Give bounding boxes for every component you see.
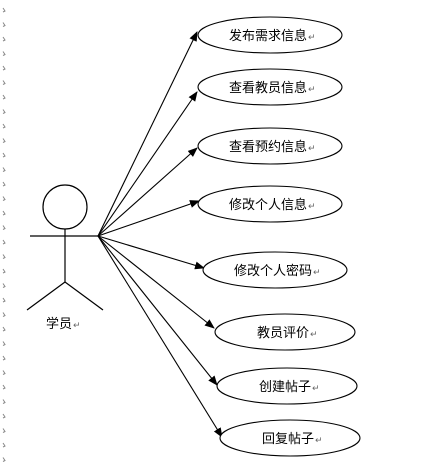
use-case-edit-password: 修改个人密码↵ — [202, 251, 348, 289]
margin-mark — [2, 152, 6, 158]
use-case-ellipse — [214, 313, 356, 351]
margin-mark — [2, 109, 6, 114]
association-arrow-publish-demand — [97, 31, 198, 237]
use-case-label: 查看教员信息 — [229, 80, 307, 96]
use-case-ellipse — [197, 127, 343, 165]
paragraph-mark: ↵ — [308, 85, 316, 95]
paragraph-mark: ↵ — [308, 202, 316, 212]
margin-mark — [2, 138, 6, 143]
use-case-create-post: 创建帖子↵ — [216, 367, 358, 405]
actor-head — [42, 184, 88, 230]
margin-mark — [2, 123, 6, 129]
margin-mark — [2, 210, 6, 216]
margin-mark — [2, 51, 6, 56]
use-case-ellipse — [197, 16, 343, 54]
paragraph-mark: ↵ — [315, 436, 323, 446]
actor: 学员 ↵ — [26, 184, 104, 332]
margin-mark — [2, 94, 6, 100]
paragraph-mark: ↵ — [308, 144, 316, 154]
association-arrow-edit-password — [97, 235, 205, 270]
associations — [97, 31, 223, 438]
margin-mark — [2, 65, 6, 71]
use-cases: 发布需求信息↵查看教员信息↵查看预约信息↵修改个人信息↵修改个人密码↵教员评价↵… — [197, 16, 361, 457]
use-case-label: 修改个人信息 — [229, 197, 307, 213]
margin-mark — [2, 22, 6, 27]
paragraph-mark: ↵ — [310, 330, 318, 340]
margin-mark — [2, 181, 6, 187]
margin-mark — [2, 442, 6, 448]
association-arrow-view-teacher — [97, 91, 198, 237]
use-case-label: 教员评价 — [257, 325, 309, 341]
association-arrow-view-booking — [97, 147, 198, 237]
use-case-view-booking: 查看预约信息↵ — [197, 127, 343, 165]
actor-left-leg — [26, 281, 66, 311]
association-arrow-rate-teacher — [97, 235, 215, 329]
use-case-rate-teacher: 教员评价↵ — [214, 313, 356, 351]
use-case-label: 回复帖子 — [262, 432, 314, 447]
actor-label: 学员 — [46, 316, 72, 332]
margin-mark — [2, 196, 6, 201]
actor-right-leg — [64, 281, 104, 311]
paragraph-mark: ↵ — [308, 33, 316, 43]
use-case-ellipse — [219, 419, 361, 457]
use-case-publish-demand: 发布需求信息↵ — [197, 16, 343, 54]
margin-mark — [2, 384, 6, 390]
margin-marks — [2, 7, 6, 462]
use-case-view-teacher: 查看教员信息↵ — [197, 68, 343, 106]
use-case-ellipse — [197, 68, 343, 106]
use-case-ellipse — [202, 251, 348, 289]
margin-mark — [2, 413, 6, 419]
margin-mark — [2, 341, 6, 346]
use-case-label: 修改个人密码 — [234, 263, 312, 279]
paragraph-mark: ↵ — [312, 384, 320, 394]
margin-mark — [2, 428, 6, 433]
association-arrow-edit-profile — [97, 200, 200, 237]
margin-mark — [2, 80, 6, 85]
margin-mark — [2, 167, 6, 172]
margin-mark — [2, 370, 6, 375]
use-case-edit-profile: 修改个人信息↵ — [197, 185, 343, 223]
margin-mark — [2, 457, 6, 462]
use-case-label: 查看预约信息 — [229, 139, 307, 155]
use-case-label: 创建帖子 — [259, 380, 311, 395]
margin-mark — [2, 283, 6, 288]
margin-mark — [2, 312, 6, 317]
actor-paragraph-mark: ↵ — [73, 321, 81, 331]
association-arrow-reply-post — [97, 235, 223, 438]
margin-mark — [2, 7, 6, 13]
use-case-reply-post: 回复帖子↵ — [219, 419, 361, 457]
paragraph-mark: ↵ — [313, 268, 321, 278]
margin-mark — [2, 326, 6, 332]
margin-mark — [2, 399, 6, 404]
margin-mark — [2, 225, 6, 230]
margin-mark — [2, 239, 6, 245]
margin-mark — [2, 254, 6, 259]
margin-mark — [2, 36, 6, 42]
use-case-label: 发布需求信息 — [229, 28, 307, 44]
association-arrow-create-post — [97, 235, 218, 386]
use-case-ellipse — [197, 185, 343, 223]
margin-mark — [2, 355, 6, 361]
use-case-ellipse — [216, 367, 358, 405]
margin-mark — [2, 297, 6, 303]
margin-mark — [2, 268, 6, 274]
